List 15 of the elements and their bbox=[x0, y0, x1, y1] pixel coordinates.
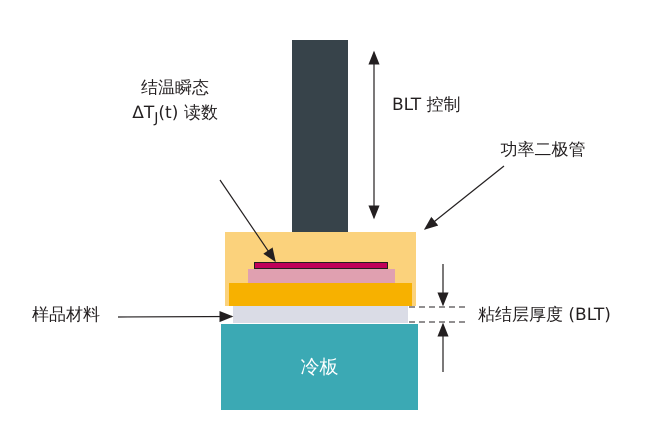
dimension-label: 粘结层厚度 (BLT) bbox=[478, 304, 611, 327]
callout-text: 样品材料 bbox=[18, 303, 114, 329]
layer bbox=[229, 283, 412, 306]
package-box bbox=[225, 232, 416, 306]
cold-plate-box: 冷板 bbox=[221, 324, 418, 410]
die-box bbox=[254, 262, 388, 269]
material-layer bbox=[233, 306, 408, 323]
arrow bbox=[118, 310, 234, 322]
arrow bbox=[424, 166, 504, 230]
arrow bbox=[220, 180, 276, 262]
dimension-label: BLT 控制 bbox=[392, 94, 461, 117]
layer bbox=[248, 269, 395, 283]
callout-text: 结温瞬态 ΔT$_{J}$(t) 读数 bbox=[120, 76, 230, 128]
rod bbox=[292, 40, 348, 232]
callout-text: 功率二极管 bbox=[486, 138, 600, 164]
